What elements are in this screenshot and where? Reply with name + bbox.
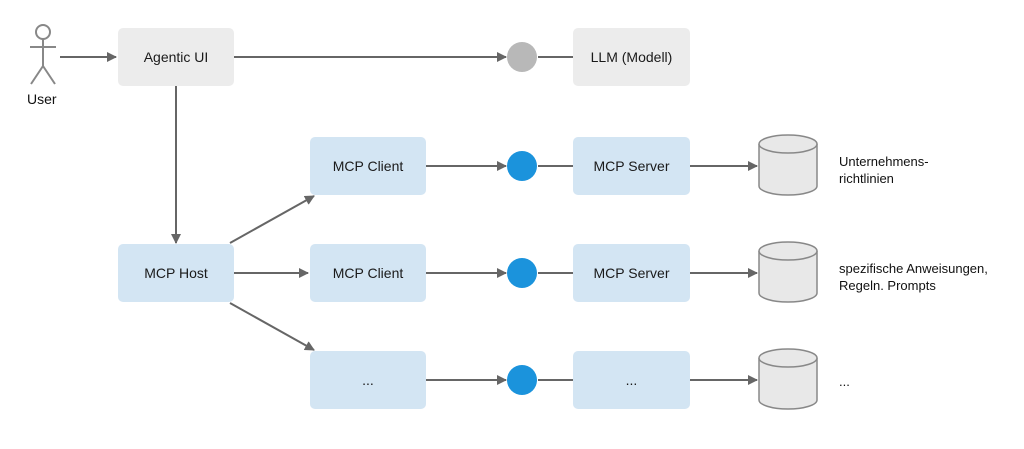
mcp-server-node-2: MCP Server — [573, 244, 690, 302]
edge-host-to-client-1 — [229, 195, 315, 244]
database-icon-2 — [758, 241, 818, 303]
mcp-server-node-1: MCP Server — [573, 137, 690, 195]
mcp-client-node-2: MCP Client — [310, 244, 426, 302]
database-icon-1 — [758, 134, 818, 196]
resource-label-1: Unternehmens- richtlinien — [839, 154, 929, 186]
mcp-connector-dot-3 — [507, 365, 537, 395]
mcp-connector-dot-2 — [507, 258, 537, 288]
mcp-connector-dot-1 — [507, 151, 537, 181]
edge-host-to-client-3 — [229, 302, 315, 351]
agentic-ui-node: Agentic UI — [118, 28, 234, 86]
mcp-client-node-1: MCP Client — [310, 137, 426, 195]
mcp-server-node-3: ... — [573, 351, 690, 409]
llm-connector-dot — [507, 42, 537, 72]
resource-label-2: spezifische Anweisungen, Regeln. Prompts — [839, 261, 988, 293]
database-icon-3 — [758, 348, 818, 410]
llm-node: LLM (Modell) — [573, 28, 690, 86]
mcp-client-node-3: ... — [310, 351, 426, 409]
user-label: User — [27, 91, 57, 107]
mcp-host-node: MCP Host — [118, 244, 234, 302]
resource-label-3: ... — [839, 374, 850, 389]
user-actor-icon — [30, 24, 56, 85]
